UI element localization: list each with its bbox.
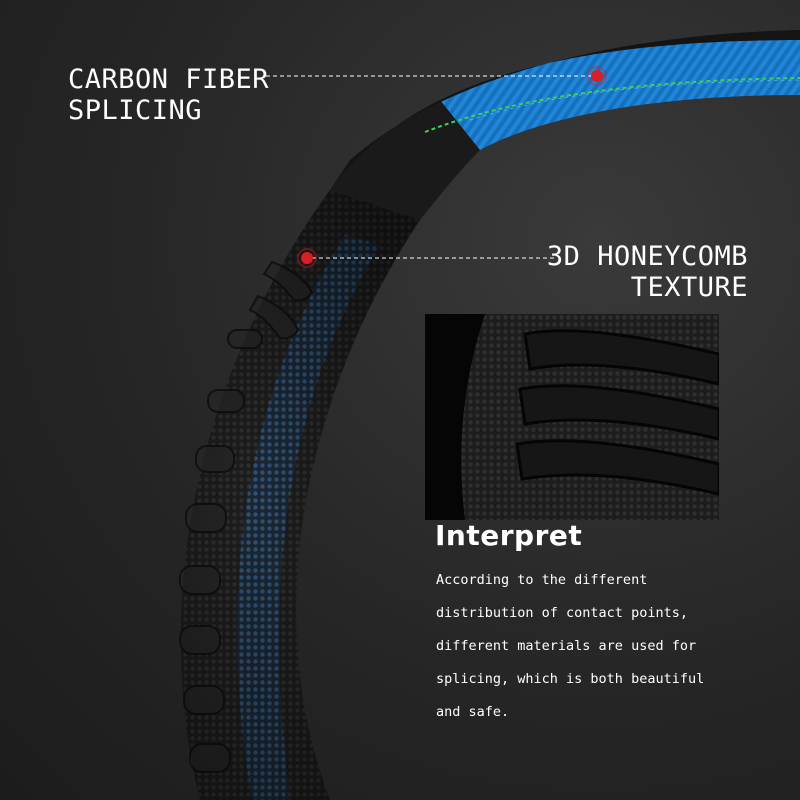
interpret-heading: Interpret	[435, 519, 583, 552]
rim-outer-edge	[330, 30, 800, 190]
interpret-line: and safe.	[436, 704, 510, 720]
honeycomb-closeup-inset	[425, 314, 719, 520]
carbon-callout-line2: SPLICING	[68, 95, 203, 126]
leather-section	[330, 100, 480, 220]
interpret-line: different materials are used for	[436, 638, 697, 654]
rim-shading	[180, 190, 420, 800]
closeup-illustration	[425, 314, 719, 520]
carbon-fiber-callout: CARBON FIBER SPLICING	[68, 64, 269, 126]
carbon-callout-line1: CARBON FIBER	[68, 64, 270, 95]
honeycomb-callout-line1: 3D HONEYCOMB	[546, 241, 748, 272]
interpret-line: According to the different	[436, 572, 648, 588]
red-dot-marker-icon	[587, 66, 607, 86]
interpret-line: splicing, which is both beautiful	[436, 671, 705, 687]
interpret-description: According to the different distribution …	[436, 564, 736, 729]
green-stitching	[424, 77, 800, 133]
honeycomb-callout: 3D HONEYCOMB TEXTURE	[547, 241, 748, 303]
stitch-highlight	[469, 79, 800, 121]
carbon-fiber-section	[440, 40, 800, 150]
honeycomb-callout-line2: TEXTURE	[630, 272, 748, 303]
interpret-line: distribution of contact points,	[436, 605, 688, 621]
red-dot-marker-icon	[297, 248, 317, 268]
